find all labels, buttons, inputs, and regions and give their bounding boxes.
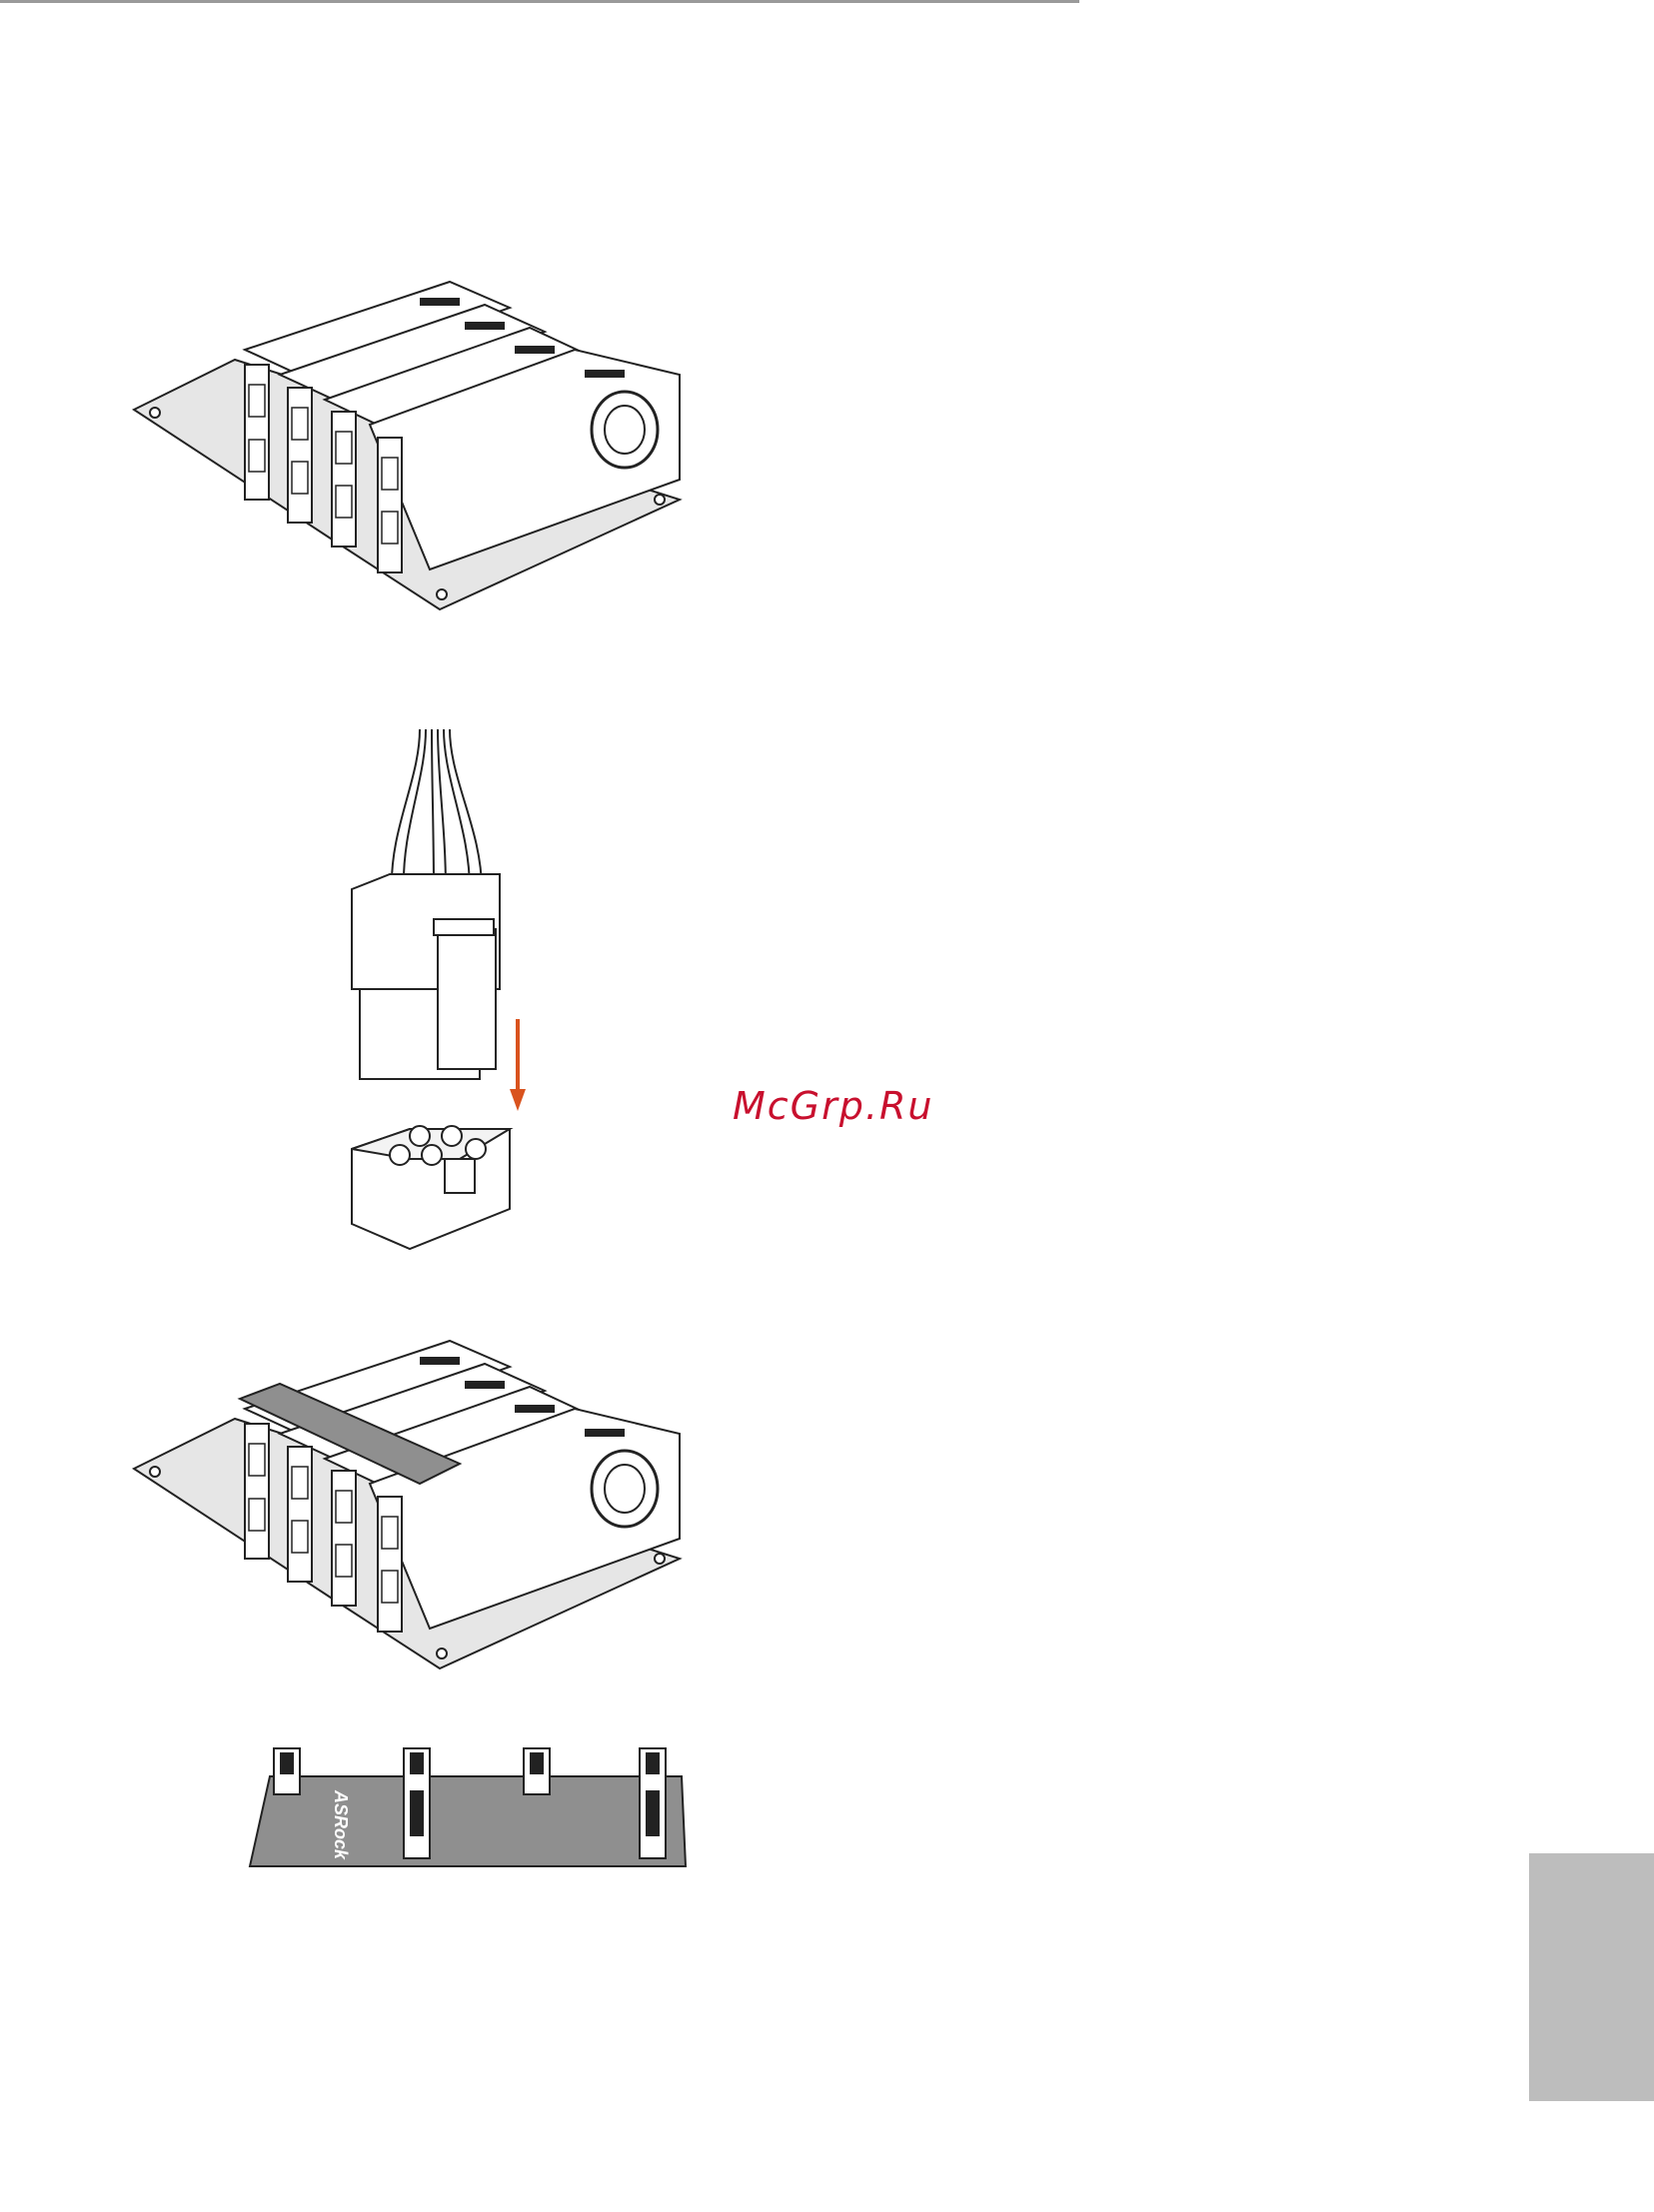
bridge-board-icon: ASRock (240, 1738, 700, 1878)
cards-with-bridge-illustration (120, 1329, 710, 1688)
side-tab (1529, 1853, 1654, 2101)
four-graphics-cards-illustration (120, 270, 710, 629)
power-connector-illustration (330, 719, 560, 1259)
watermark-text: McGrp.Ru (733, 1084, 933, 1128)
graphics-card-bridge-icon (120, 1329, 710, 1688)
asrock-logo: ASRock (331, 1789, 351, 1860)
sli-bridge-board-illustration: ASRock (240, 1738, 700, 1878)
pcie-power-plug-icon (330, 719, 560, 1259)
graphics-card-stack-icon (120, 270, 710, 629)
top-rule (0, 0, 1079, 3)
